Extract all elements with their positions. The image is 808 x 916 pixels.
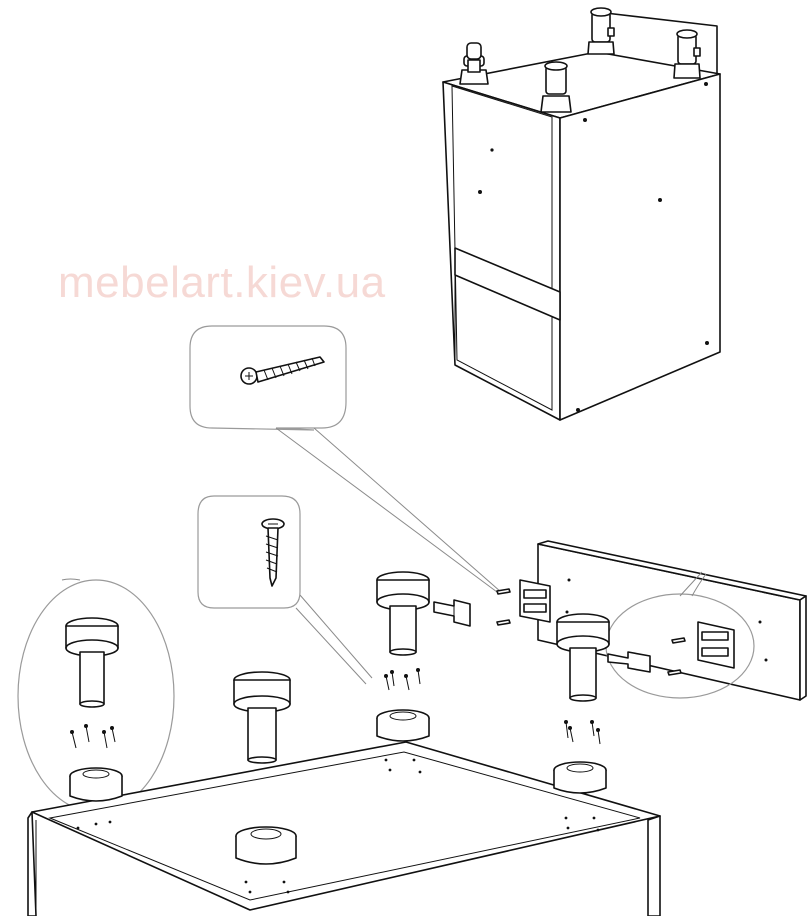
plinth-bracket-right (697, 621, 735, 669)
plinth-bracket-left (519, 579, 551, 623)
cabinet-leg-1 (459, 42, 489, 85)
leg-explode-d (556, 613, 610, 702)
cabinet-base-panel (27, 741, 661, 916)
countersunk-screw-icon (261, 518, 285, 587)
screw-callout-small (197, 495, 373, 685)
plinth-clip-2 (607, 651, 651, 673)
plinth-screws (496, 588, 686, 676)
plinth-clip-1 (433, 599, 471, 627)
leg-base-c (376, 709, 430, 742)
cabinet-leg-4 (673, 29, 701, 79)
cabinet-leg-2 (540, 61, 572, 113)
leg-base-a (69, 767, 123, 802)
screw-callout-large (189, 325, 502, 593)
wood-screw-icon (240, 356, 325, 385)
leg-base-b (235, 826, 297, 865)
watermark-text: mebelart.kiev.ua (58, 258, 386, 307)
cabinet-leg-3 (587, 7, 615, 55)
leg-explode-b (233, 671, 291, 764)
leg-base-d (553, 761, 607, 794)
assembled-cabinet (442, 11, 721, 421)
leg-explode-c (376, 571, 430, 656)
